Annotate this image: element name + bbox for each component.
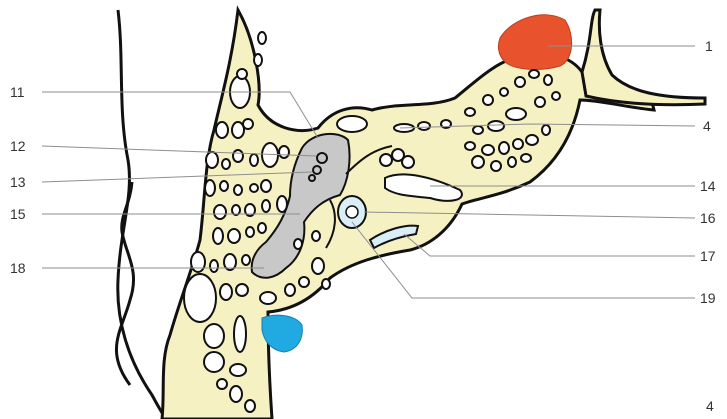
leader-17 <box>404 234 695 256</box>
label-1: 1 <box>705 38 713 54</box>
label-4-bottom: 4 <box>706 398 714 414</box>
label-17: 17 <box>700 248 716 264</box>
label-14: 14 <box>700 178 716 194</box>
semicircular-canal <box>338 196 366 228</box>
canal-flap <box>582 10 705 105</box>
label-4: 4 <box>703 118 711 134</box>
label-18: 18 <box>10 260 26 276</box>
label-11: 11 <box>10 84 25 100</box>
red-structure <box>498 15 571 70</box>
label-16: 16 <box>700 210 716 226</box>
label-15: 15 <box>10 206 26 222</box>
label-19: 19 <box>700 290 716 306</box>
label-13: 13 <box>10 174 26 190</box>
label-12: 12 <box>10 138 26 154</box>
